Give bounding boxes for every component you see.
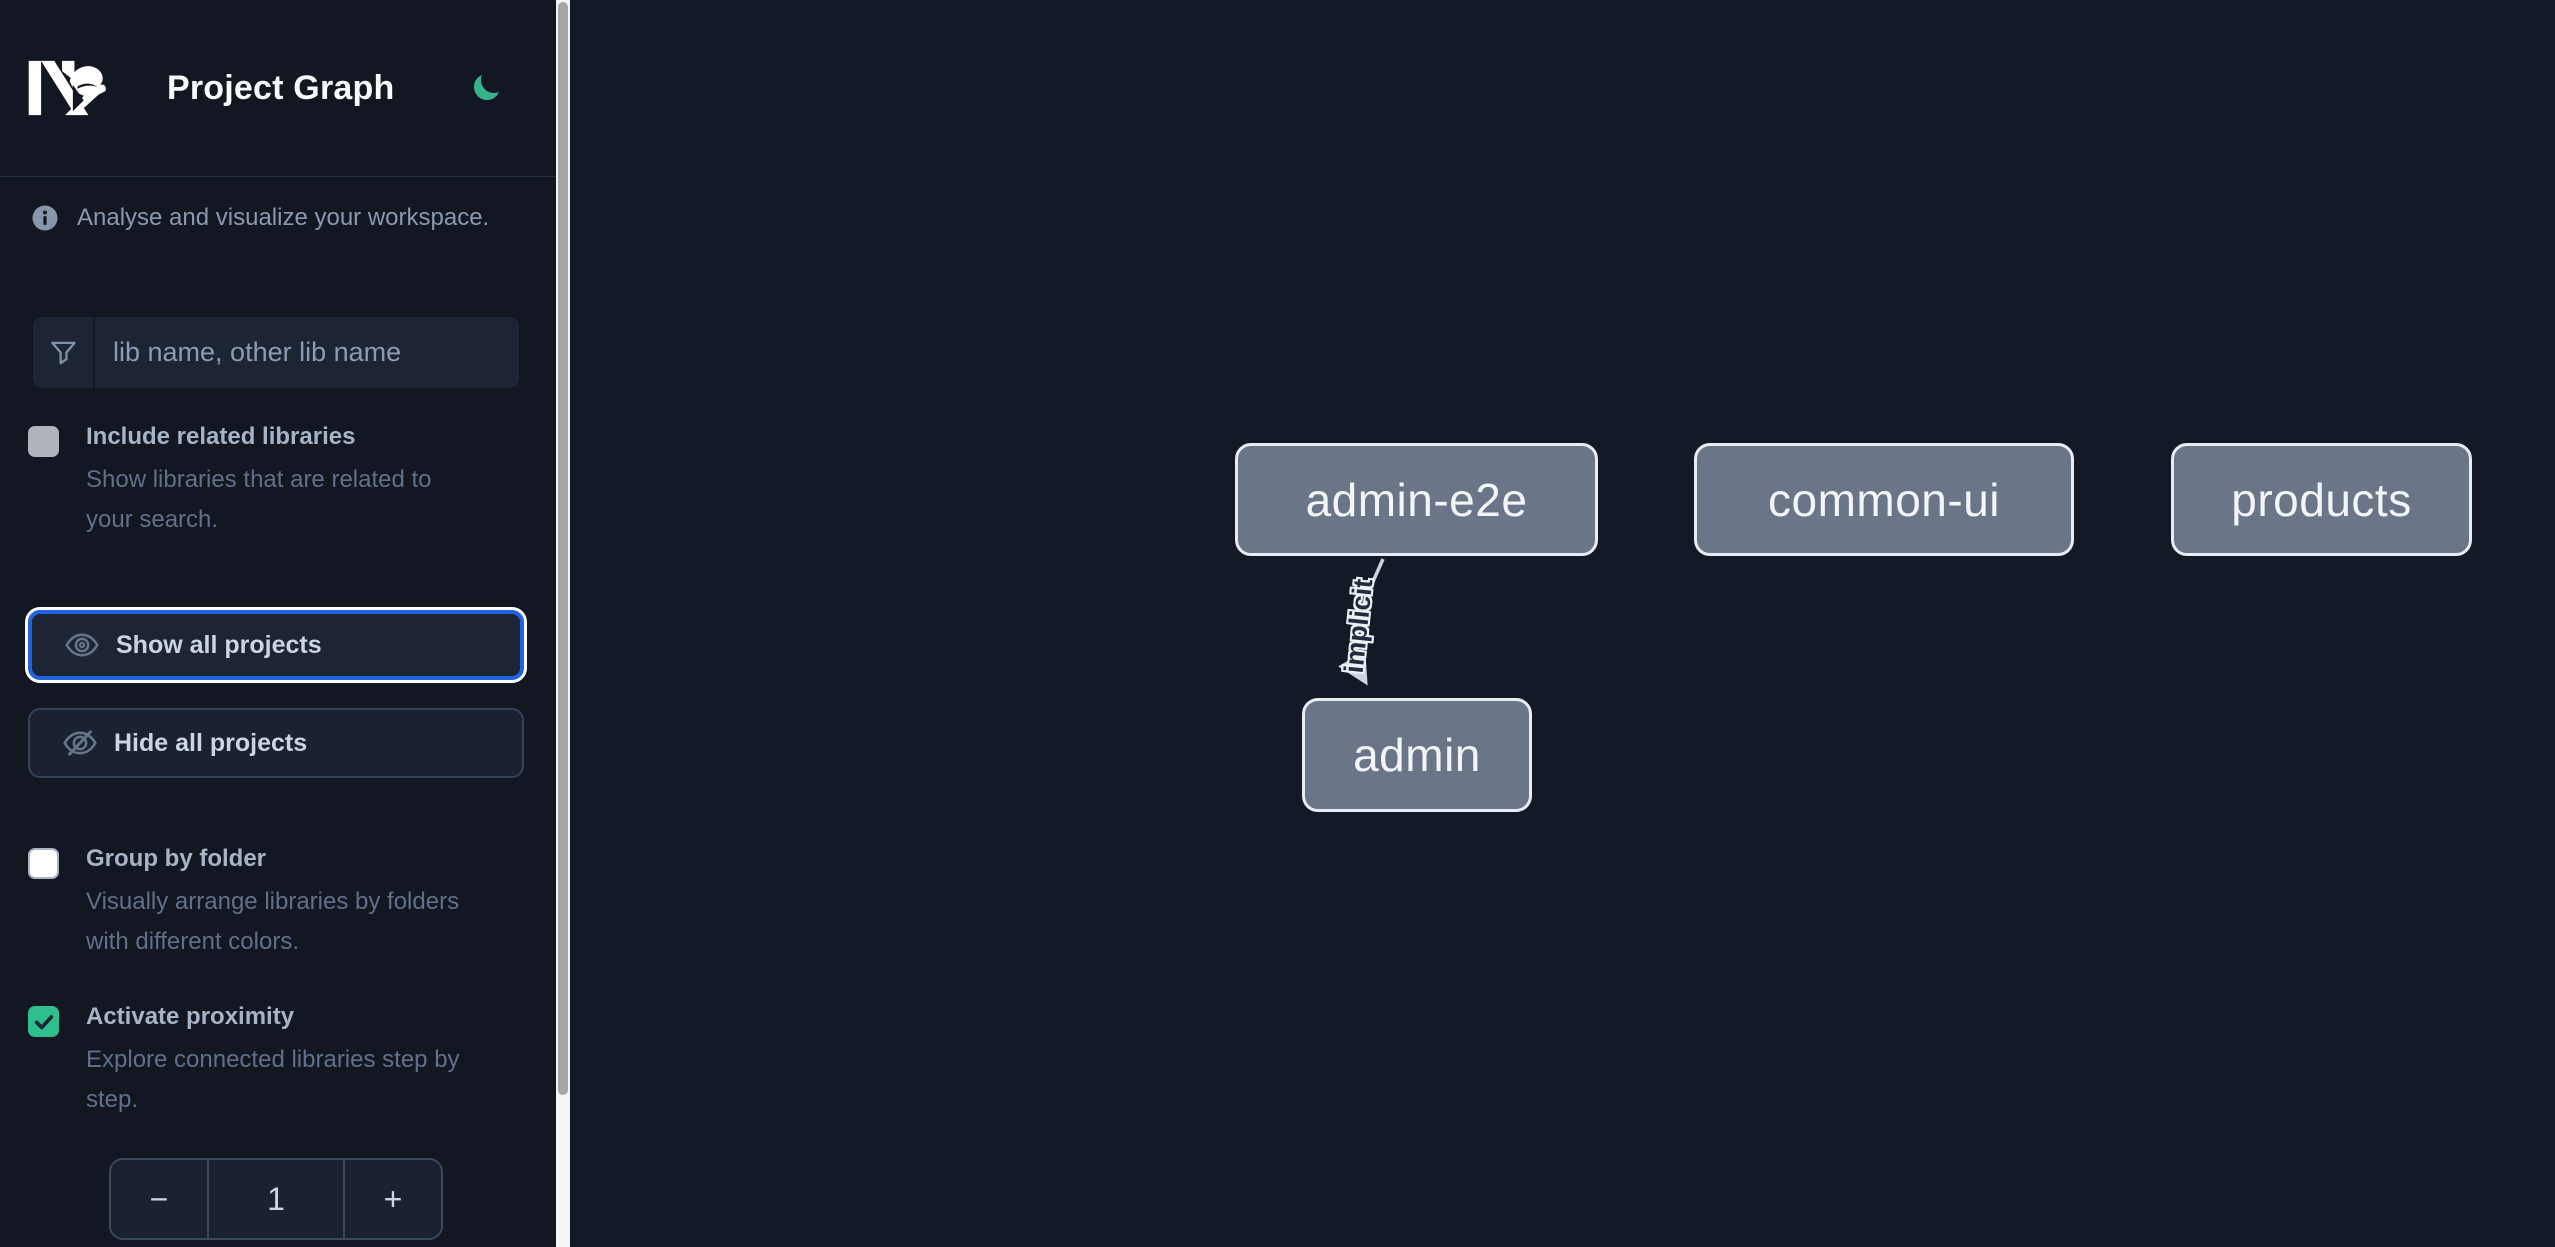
workspace-intro: Analyse and visualize your workspace. bbox=[0, 203, 556, 233]
increment-button[interactable]: + bbox=[345, 1160, 441, 1238]
search-input[interactable] bbox=[95, 317, 519, 388]
sidebar-scrollbar[interactable] bbox=[556, 0, 570, 1247]
hide-all-projects-label: Hide all projects bbox=[114, 728, 308, 757]
proximity-depth-value: 1 bbox=[207, 1160, 345, 1238]
graph-node-label: common-ui bbox=[1767, 473, 2000, 526]
activate-proximity-description: Explore connected libraries step by step… bbox=[86, 1046, 460, 1113]
filter-icon-cell bbox=[33, 317, 95, 388]
activate-proximity-label: Activate proximity bbox=[86, 1003, 295, 1030]
graph-node-products[interactable]: products bbox=[2171, 443, 2472, 556]
activate-proximity-checkbox[interactable] bbox=[28, 1006, 59, 1037]
include-related-checkbox[interactable] bbox=[28, 426, 59, 457]
show-all-projects-label: Show all projects bbox=[116, 630, 322, 659]
option-group-by-folder: Group by folder Visually arrange librari… bbox=[0, 844, 556, 962]
nx-logo bbox=[28, 60, 106, 116]
decrement-button[interactable]: − bbox=[111, 1160, 207, 1238]
graph-edge-admin-e2e-admin bbox=[1338, 558, 1385, 686]
graph-node-common-ui[interactable]: common-ui bbox=[1694, 443, 2074, 556]
hide-all-projects-button[interactable]: Hide all projects bbox=[28, 708, 524, 778]
sidebar-header: Project Graph bbox=[0, 0, 556, 177]
graph-node-label: admin-e2e bbox=[1305, 473, 1528, 526]
option-include-related: Include related libraries Show libraries… bbox=[0, 422, 556, 540]
graph-edges bbox=[1338, 558, 1385, 686]
search-box bbox=[33, 317, 519, 388]
sidebar: Project Graph Analyse and visualize your… bbox=[0, 0, 556, 1247]
page-title: Project Graph bbox=[167, 68, 395, 107]
proximity-depth-stepper: − 1 + bbox=[109, 1158, 443, 1240]
eye-icon bbox=[65, 633, 99, 657]
funnel-icon bbox=[50, 341, 76, 364]
eye-slash-icon bbox=[63, 729, 97, 757]
info-icon bbox=[32, 205, 58, 231]
scrollbar-thumb[interactable] bbox=[558, 2, 568, 1095]
graph-canvas[interactable]: implicitimplicitadmin-e2ecommon-uiproduc… bbox=[570, 0, 2555, 1247]
graph-node-admin[interactable]: admin bbox=[1302, 698, 1532, 812]
show-all-projects-button[interactable]: Show all projects bbox=[28, 610, 524, 680]
graph-node-label: products bbox=[2231, 473, 2412, 526]
option-activate-proximity: Activate proximity Explore connected lib… bbox=[0, 1002, 556, 1120]
group-by-folder-checkbox[interactable] bbox=[28, 848, 59, 879]
dark-mode-toggle[interactable] bbox=[470, 72, 502, 104]
graph-node-label: admin bbox=[1353, 729, 1481, 781]
group-by-folder-label: Group by folder bbox=[86, 845, 266, 872]
graph-layer: implicitimplicitadmin-e2ecommon-uiproduc… bbox=[570, 0, 2555, 1247]
include-related-label: Include related libraries bbox=[86, 423, 356, 450]
group-by-folder-description: Visually arrange libraries by folders wi… bbox=[86, 888, 460, 955]
intro-text: Analyse and visualize your workspace. bbox=[77, 204, 490, 231]
include-related-description: Show libraries that are related to your … bbox=[86, 466, 432, 533]
graph-node-admin-e2e[interactable]: admin-e2e bbox=[1235, 443, 1598, 556]
moon-icon bbox=[474, 75, 499, 100]
